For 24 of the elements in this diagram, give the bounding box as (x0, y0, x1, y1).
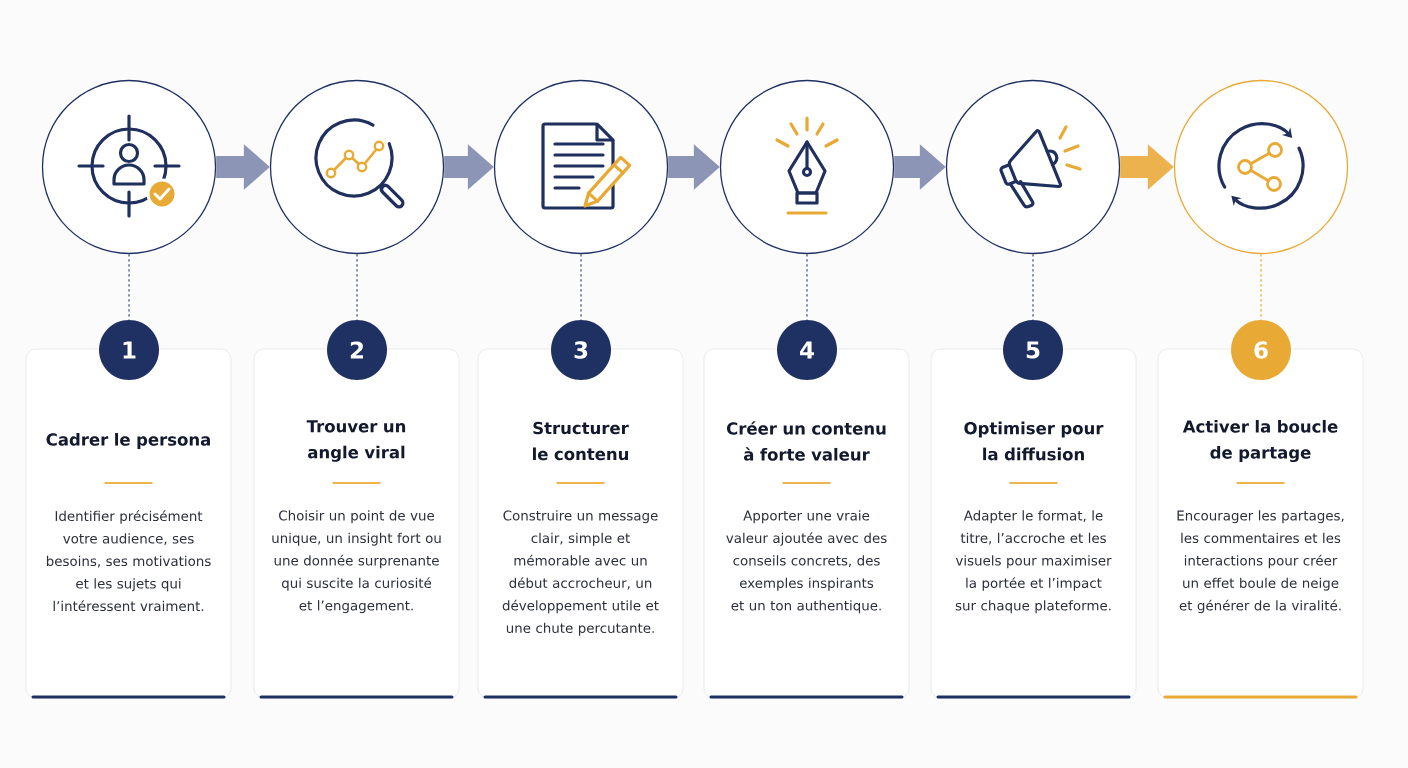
card-text: Encourager les partages, les commentaires et les interactions pour créer un effet boule de neige et générer de la viralité. (1177, 510, 1344, 614)
card-title: Cadrer le persona (46, 433, 210, 449)
card-text: Apporter une vraie valeur ajoutée avec des conseils concrets, des exemples inspirants et un ton authentique. (726, 510, 887, 614)
number-badge: 2 (327, 320, 387, 380)
card-text: Identifier précisément votre audience, ses besoins, ses motivations et les sujets qui l’intéressent vraiment. (46, 510, 211, 612)
number-badge: 6 (1231, 320, 1291, 380)
dotted-line (580, 253, 582, 321)
dotted-line (1260, 253, 1262, 321)
number-badge: 3 (551, 320, 611, 380)
card-text: Adapter le format, le titre, l’accroche et les visuels pour maximiser la portée et l’impact sur chaque plateforme. (955, 510, 1112, 614)
dotted-line (356, 253, 358, 321)
card-title: Optimiser pour la diffusion (964, 421, 1104, 461)
number-badge: 1 (99, 320, 159, 380)
dotted-line (806, 253, 808, 321)
number-badge: 5 (1003, 320, 1063, 380)
card-title: Trouver un angle viral (306, 420, 406, 462)
card-title: Activer la boucle de partage (1182, 419, 1338, 463)
card-text: Choisir un point de vue unique, un insight fort ou une donnée surprenante qui suscite la curiosité et l’engagement. (272, 510, 441, 614)
number-badge: 4 (777, 320, 837, 380)
dotted-line (1032, 253, 1034, 321)
dotted-line (128, 253, 130, 321)
card-text: Construire un message clair, simple et mémorable avec un début accrocheur, un développement utile et une chute percutante. (502, 510, 659, 636)
card-title: Structurer le contenu (533, 421, 629, 461)
card-title: Créer un contenu à forte valeur (727, 421, 886, 461)
